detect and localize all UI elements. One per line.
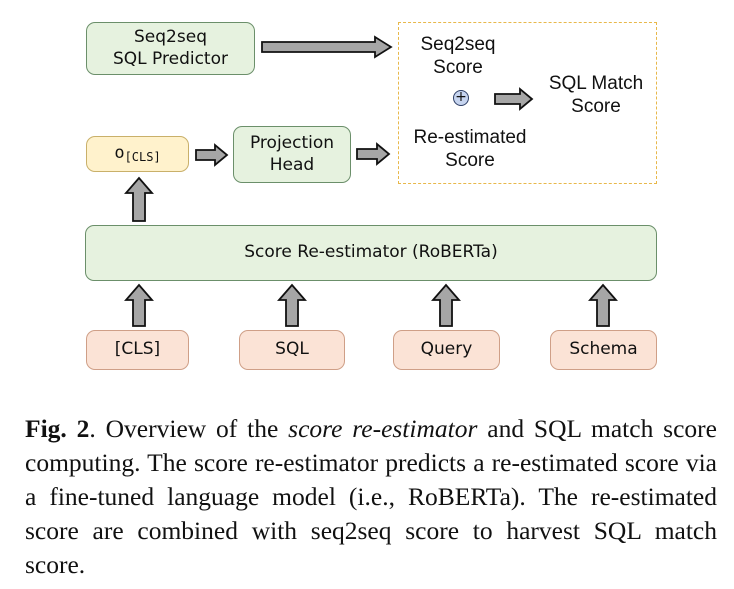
caption-fig-label: Fig. 2	[25, 414, 90, 443]
input-cls-label: [CLS]	[114, 339, 161, 360]
input-sql-label: SQL	[275, 339, 309, 360]
o-cls-box: o[CLS]	[86, 136, 189, 172]
caption-italic-term: score re-estimator	[288, 414, 478, 443]
arrow-estimator-to-ocls	[124, 176, 154, 222]
oplus-icon: +	[453, 90, 469, 106]
input-schema-box: Schema	[550, 330, 657, 370]
o-cls-label: o[CLS]	[114, 143, 160, 165]
input-query-label: Query	[420, 339, 473, 360]
re-estimated-score-label: Re-estimated Score	[413, 127, 527, 172]
input-query-box: Query	[393, 330, 500, 370]
arrow-input-cls-up	[124, 283, 154, 327]
projection-head-box: Projection Head	[233, 126, 351, 183]
arrow-input-query-up	[431, 283, 461, 327]
figure-caption: Fig. 2. Overview of the score re-estimat…	[25, 412, 717, 582]
arrow-ocls-to-projection	[195, 143, 229, 167]
score-re-estimator-box: Score Re-estimator (RoBERTa)	[85, 225, 657, 281]
sql-match-score-label: SQL Match Score	[548, 73, 644, 118]
seq2seq-sql-predictor-box: Seq2seq SQL Predictor	[86, 22, 255, 75]
projection-head-label: Projection Head	[249, 132, 335, 175]
caption-part1: . Overview of the	[89, 414, 289, 443]
input-sql-box: SQL	[239, 330, 345, 370]
seq2seq-score-label: Seq2seq Score	[420, 34, 496, 79]
arrows-layer	[124, 35, 618, 327]
arrow-combined-to-match	[494, 87, 534, 111]
arrow-input-schema-up	[588, 283, 618, 327]
arrow-projection-to-reestimated	[356, 142, 391, 166]
caption-part2: and SQL match score computing. The score…	[25, 414, 717, 579]
arrow-predictor-to-score	[261, 35, 393, 59]
score-re-estimator-label: Score Re-estimator (RoBERTa)	[244, 242, 498, 263]
arrow-input-sql-up	[277, 283, 307, 327]
seq2seq-sql-predictor-label: Seq2seq SQL Predictor	[113, 26, 228, 69]
score-combination-group	[398, 22, 657, 184]
o-cls-main: o	[114, 143, 125, 164]
input-cls-box: [CLS]	[86, 330, 189, 370]
input-schema-label: Schema	[569, 339, 638, 360]
o-cls-subscript: [CLS]	[124, 150, 161, 165]
